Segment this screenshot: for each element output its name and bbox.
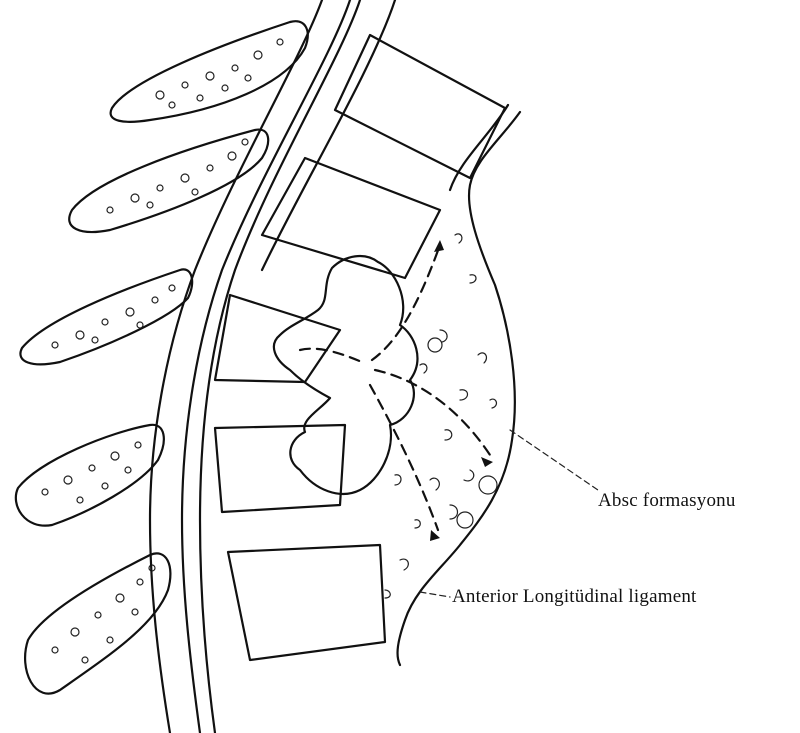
spinal-canal <box>150 0 395 733</box>
spinous-process-2 <box>69 130 268 232</box>
spinous-process-3 <box>20 269 192 364</box>
vertebral-body-5 <box>228 545 385 660</box>
spinous-process-5 <box>25 553 170 693</box>
abscess-label: Absc formasyonu <box>598 490 736 512</box>
ligament-label: Anterior Longitüdinal ligament <box>452 586 697 608</box>
vertebral-body-1 <box>335 35 505 178</box>
pus-texture <box>385 234 497 598</box>
anterior-ligament-outline <box>398 112 520 665</box>
ligament-leader-line <box>420 592 450 597</box>
spinous-process-4 <box>16 425 164 526</box>
vertebral-body-4 <box>215 425 345 512</box>
abscess-leader-line <box>510 430 598 490</box>
abscess-mass <box>274 256 418 494</box>
